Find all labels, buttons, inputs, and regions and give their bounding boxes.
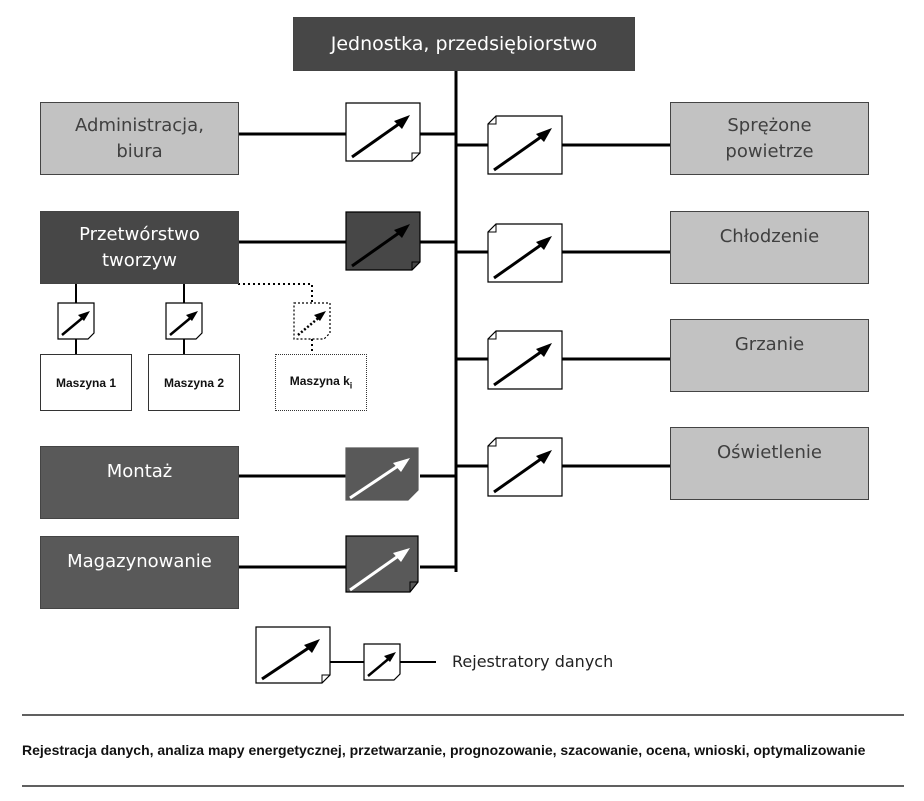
machine-box-1: Maszyna 1 (40, 354, 132, 411)
top-box-label: Jednostka, przedsiębiorstwo (330, 33, 598, 55)
box-przetworstwo: Przetwórstwo tworzyw (40, 211, 239, 284)
box-magazynowanie-label: Magazynowanie (67, 551, 212, 572)
machine-box-2: Maszyna 2 (148, 354, 240, 411)
recorder-icon-administracja (345, 102, 421, 162)
box-grzanie-label: Grzanie (734, 334, 805, 355)
machine-k-label: Maszyna ki (289, 374, 353, 391)
recorder-icon-grzanie (487, 330, 563, 390)
recorder-icon-maszyna-1 (57, 302, 95, 340)
box-chlodzenie-label: Chłodzenie (719, 226, 820, 247)
legend-label: Rejestratory danych (452, 652, 614, 671)
box-oswietlenie-label: Oświetlenie (717, 442, 822, 463)
box-magazynowanie: Magazynowanie (40, 536, 239, 609)
machine-1-label: Maszyna 1 (55, 375, 117, 390)
legend-recorder-large-icon (255, 626, 331, 684)
box-sprezone-label: Sprężone powietrze (725, 114, 814, 162)
recorder-icon-montaz (345, 447, 419, 501)
box-chlodzenie: Chłodzenie (670, 211, 869, 284)
box-montaz: Montaż (40, 446, 239, 519)
box-administracja-label: Administracja, biura (75, 114, 204, 162)
recorder-icon-maszyna-k (293, 302, 331, 340)
box-oswietlenie: Oświetlenie (670, 427, 869, 500)
box-administracja: Administracja, biura (40, 102, 239, 175)
box-sprezone-powietrze: Sprężone powietrze (670, 102, 869, 175)
machine-box-k: Maszyna ki (275, 354, 367, 411)
machine-2-label: Maszyna 2 (163, 375, 225, 390)
box-grzanie: Grzanie (670, 319, 869, 392)
machine-k-subscript: i (349, 380, 353, 391)
recorder-icon-maszyna-2 (165, 302, 203, 340)
recorder-icon-oswietlenie (487, 437, 563, 497)
box-przetworstwo-label: Przetwórstwo tworzyw (79, 223, 200, 271)
box-montaz-label: Montaż (106, 461, 173, 482)
legend-recorder-small-icon (363, 643, 401, 681)
footer-text: Rejestracja danych, analiza mapy energet… (22, 742, 866, 758)
recorder-icon-przetworstwo (345, 211, 421, 271)
top-box-jednostka: Jednostka, przedsiębiorstwo (293, 17, 635, 71)
recorder-icon-magazynowanie (345, 535, 419, 593)
recorder-icon-sprezone (487, 115, 563, 175)
recorder-icon-chlodzenie (487, 223, 563, 283)
